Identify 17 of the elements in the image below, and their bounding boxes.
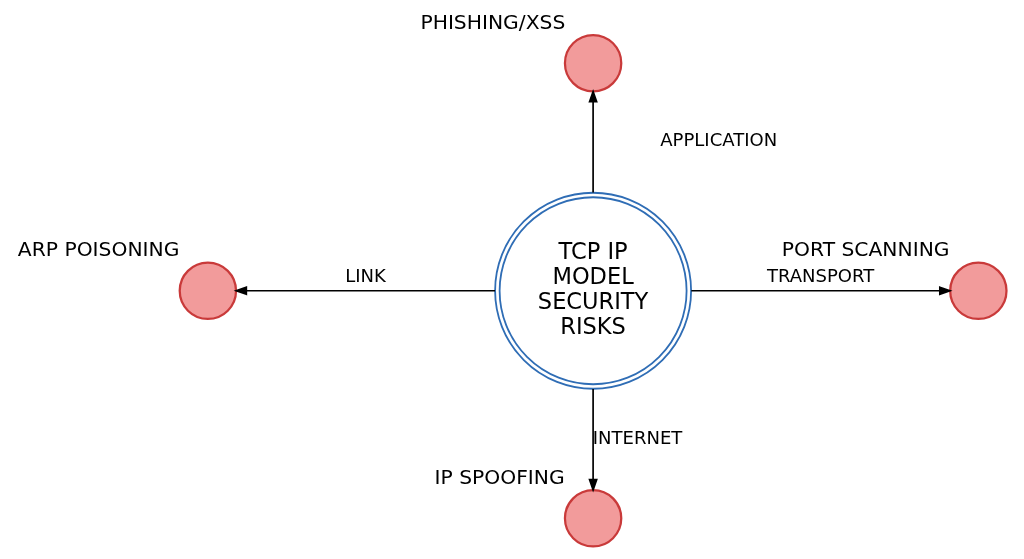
node-label: ARP POISONING xyxy=(17,237,180,262)
node-circle xyxy=(563,489,623,548)
node-label: PHISHING/XSS xyxy=(420,9,566,34)
edge-label: APPLICATION xyxy=(660,129,778,151)
arrow xyxy=(690,286,953,296)
arrow xyxy=(588,88,598,194)
edge-label: INTERNET xyxy=(592,426,683,448)
node-label: PORT SCANNING xyxy=(781,237,950,262)
edge-label: LINK xyxy=(345,264,386,286)
node-label: IP SPOOFING xyxy=(434,464,565,489)
edge-label: TRANSPORT xyxy=(766,264,875,286)
node-circle xyxy=(563,33,623,93)
node-circle: TCP IP MODEL SECURITY RISKS xyxy=(494,191,692,390)
node-circle xyxy=(178,261,238,321)
arrow xyxy=(588,388,598,493)
arrow xyxy=(233,286,496,296)
node-circle xyxy=(949,261,1008,321)
